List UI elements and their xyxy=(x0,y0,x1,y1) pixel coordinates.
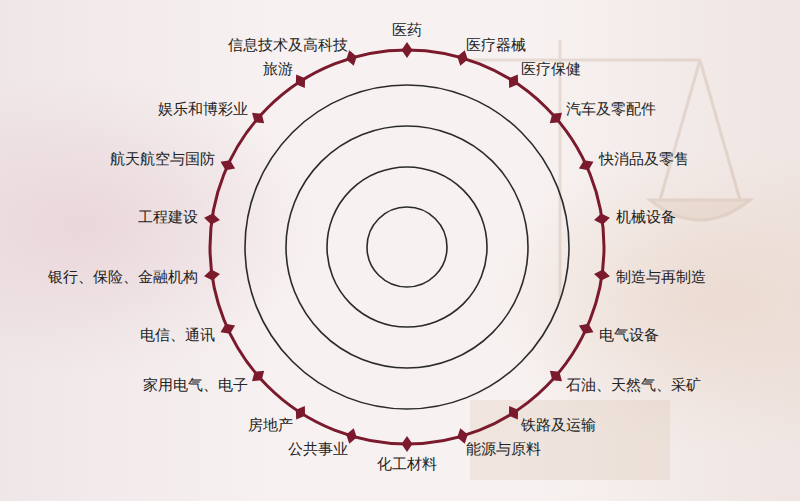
diamond-marker xyxy=(218,157,237,174)
inner-ring xyxy=(367,207,447,287)
sector-label: 医药 xyxy=(392,21,422,39)
diamond-marker xyxy=(402,42,413,58)
sector-label: 信息技术及高科技 xyxy=(228,36,348,54)
sector-label: 工程建设 xyxy=(138,208,198,226)
sector-label: 公共事业 xyxy=(288,440,348,458)
sector-label: 家用电气、电子 xyxy=(143,376,248,394)
sector-label: 能源与原料 xyxy=(466,440,541,458)
diamond-marker xyxy=(248,109,267,128)
diamond-marker xyxy=(248,367,267,386)
sector-label: 机械设备 xyxy=(616,208,676,226)
sector-label: 医疗器械 xyxy=(466,36,526,54)
sector-label: 化工材料 xyxy=(377,455,437,473)
sector-label: 制造与再制造 xyxy=(616,268,706,286)
inner-ring xyxy=(327,167,487,327)
diamond-marker xyxy=(593,268,610,281)
diamond-marker xyxy=(593,212,610,225)
sector-label: 航天航空与国防 xyxy=(110,150,215,168)
sector-label: 娱乐和博彩业 xyxy=(158,100,248,118)
rings xyxy=(210,50,604,444)
diamond-marker xyxy=(577,321,596,338)
sector-label: 快消品及零售 xyxy=(599,150,689,168)
sector-label: 旅游 xyxy=(263,60,293,78)
diamond-marker xyxy=(203,212,220,225)
scale-illustration xyxy=(470,40,750,480)
diamond-marker xyxy=(546,109,565,128)
diamond-marker xyxy=(292,72,310,91)
sector-label: 汽车及零配件 xyxy=(566,100,656,118)
diamond-marker xyxy=(203,268,220,281)
sector-label: 银行、保险、金融机构 xyxy=(48,268,198,286)
diamond-marker xyxy=(218,321,237,338)
sector-label: 电气设备 xyxy=(599,326,659,344)
diamond-marker xyxy=(402,436,413,452)
sector-label: 房地产 xyxy=(248,416,293,434)
diamond-marker xyxy=(546,367,565,386)
outer-ring xyxy=(210,50,604,444)
diamond-marker xyxy=(292,403,310,422)
inner-ring xyxy=(245,85,569,409)
sector-label: 医疗保健 xyxy=(521,60,581,78)
diamond-marker xyxy=(577,157,596,174)
sector-label: 电信、通讯 xyxy=(140,326,215,344)
sector-label: 石油、天然气、采矿 xyxy=(566,376,701,394)
diamond-marker xyxy=(505,403,523,422)
inner-ring xyxy=(286,126,528,368)
diamond-marker xyxy=(505,72,523,91)
sector-label: 铁路及运输 xyxy=(521,416,596,434)
